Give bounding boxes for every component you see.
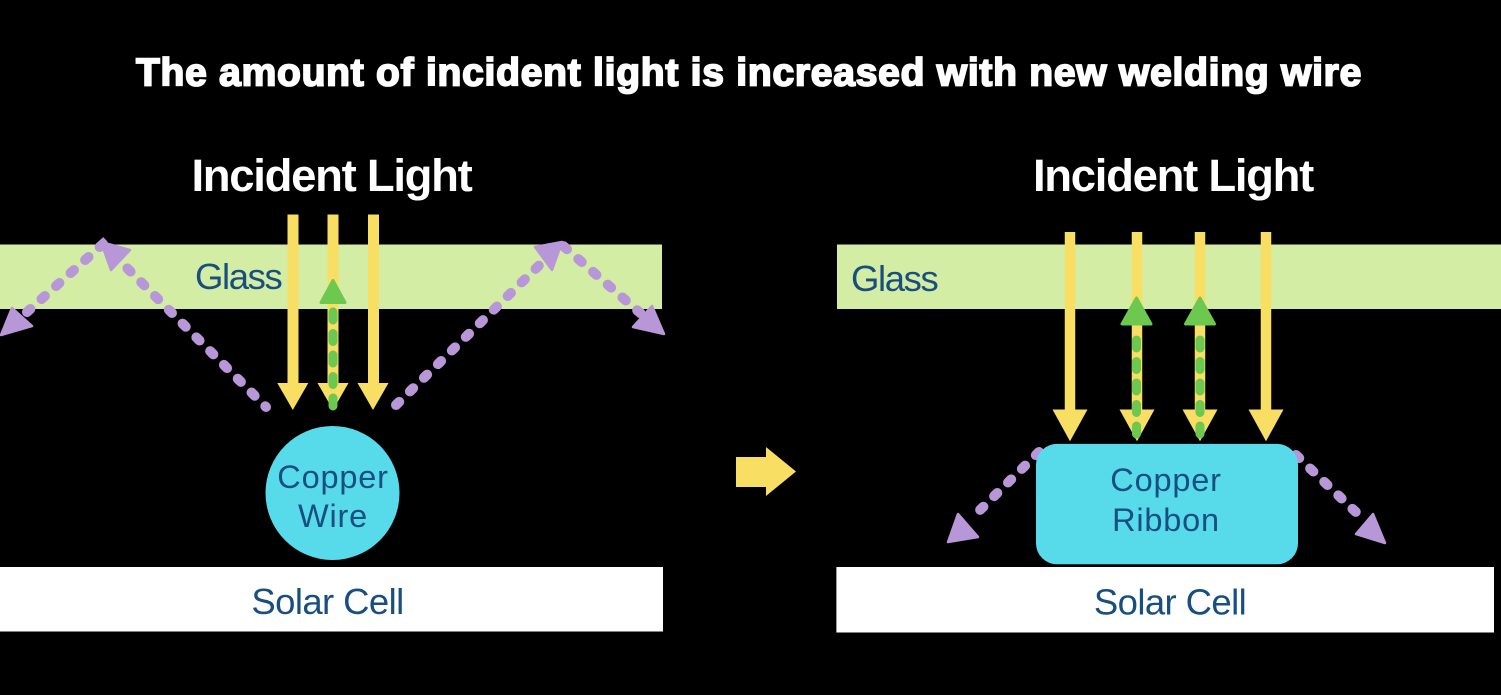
svg-text:The amount of incident light i: The amount of incident light is increase… xyxy=(136,52,1362,95)
svg-text:Copper: Copper xyxy=(277,459,388,495)
svg-text:Glass: Glass xyxy=(851,258,937,299)
svg-text:Incident Light: Incident Light xyxy=(191,150,472,201)
svg-text:Ribbon: Ribbon xyxy=(1112,502,1220,538)
svg-text:Solar Cell: Solar Cell xyxy=(251,581,403,622)
svg-text:Copper: Copper xyxy=(1110,462,1221,498)
svg-text:Incident Light: Incident Light xyxy=(1033,150,1314,201)
svg-text:Solar Cell: Solar Cell xyxy=(1094,582,1246,623)
svg-text:Glass: Glass xyxy=(195,256,281,297)
svg-text:Wire: Wire xyxy=(298,498,368,534)
